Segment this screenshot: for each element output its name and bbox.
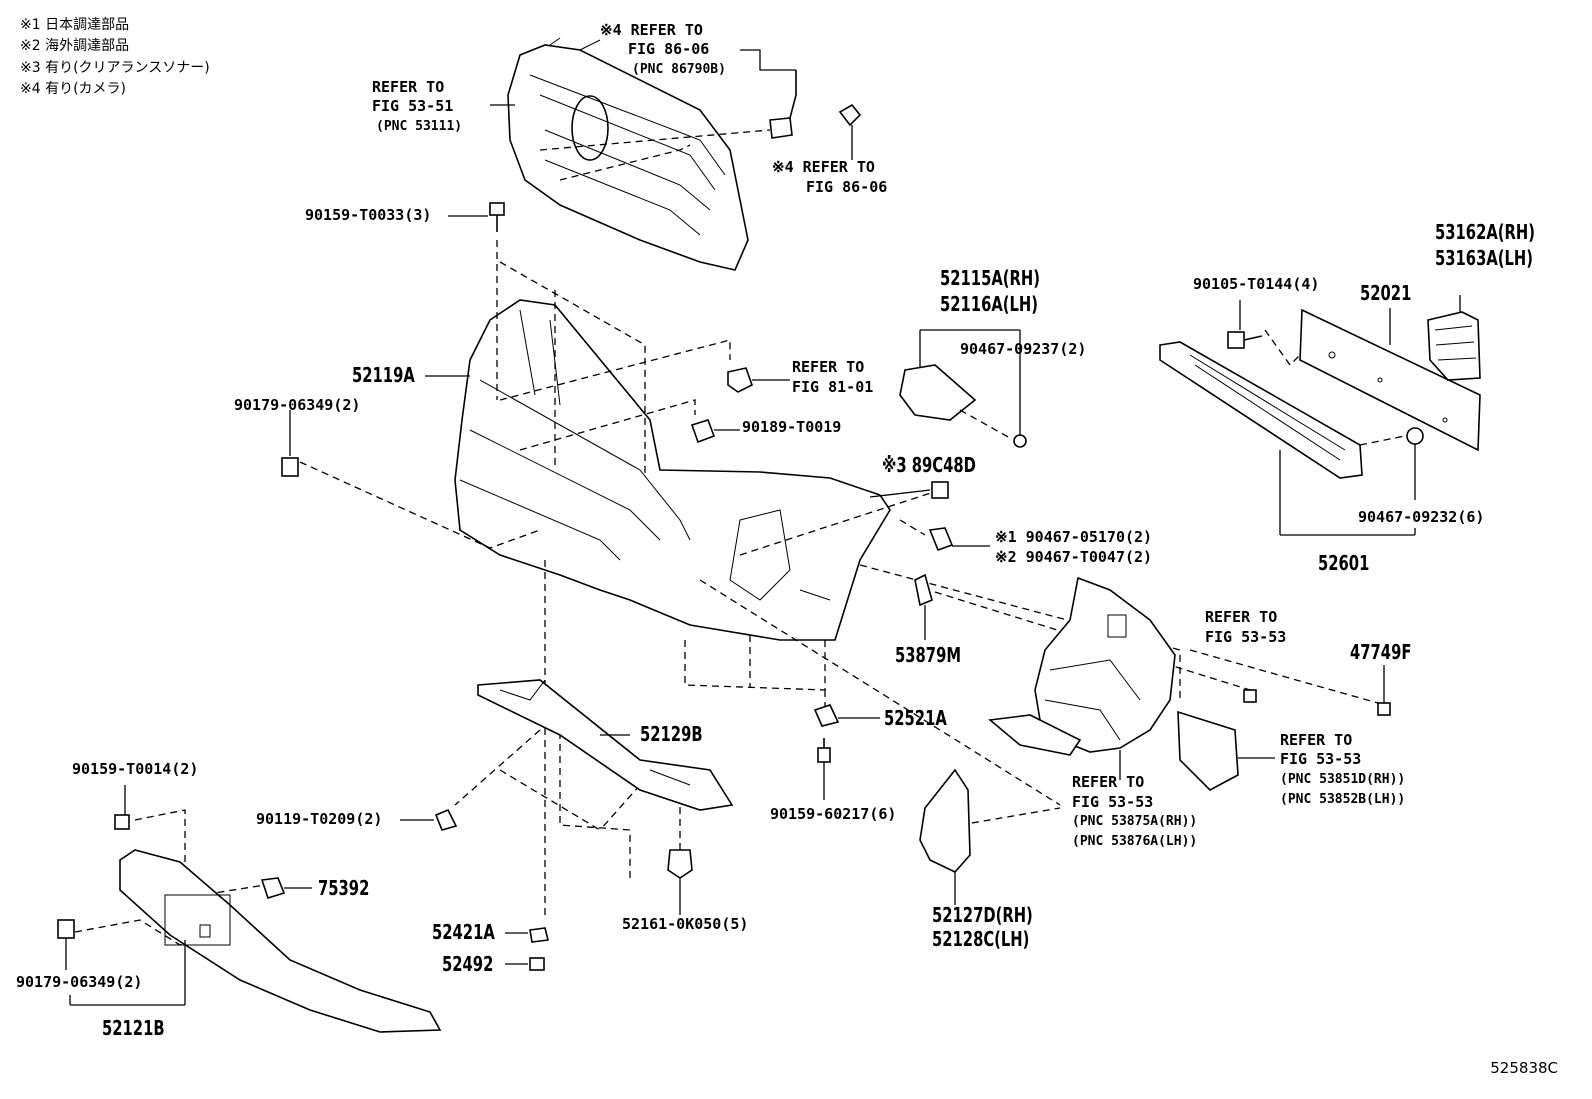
label-47749F: 47749F (1350, 640, 1412, 664)
ref-53-53-b-line3: (PNC 53851D(RH)) (1280, 772, 1406, 787)
undercover-52129B (477, 679, 734, 811)
label-52116A: 52116A(LH) (940, 292, 1038, 316)
label-90159-T0014: 90159-T0014(2) (72, 760, 199, 778)
label-52128C: 52128C(LH) (932, 927, 1030, 951)
label-90119-T0209: 90119-T0209(2) (256, 810, 383, 828)
ref-86-06-top-line1: ※4 REFER TO (600, 21, 703, 39)
ref-53-53-a-line2: FIG 53-53 (1205, 628, 1287, 646)
label-52492: 52492 (442, 952, 494, 976)
label-90159-60217: 90159-60217(6) (770, 805, 897, 823)
nut-90179-06349-bottom (57, 919, 75, 970)
ref-53-53-b-line2: FIG 53-53 (1280, 750, 1362, 768)
bolt-47749F (1377, 665, 1391, 716)
ref-81-01-line2: FIG 81-01 (792, 378, 874, 396)
clip-52521A (813, 704, 880, 727)
clip-90467-09237 (1013, 434, 1027, 448)
label-90467-09237: 90467-09237(2) (960, 340, 1087, 358)
diagram-code: 525838C (1490, 1059, 1558, 1077)
radiator-grille (507, 37, 749, 271)
ref-53-53-a-line1: REFER TO (1205, 608, 1278, 626)
label-53879M: 53879M (895, 643, 962, 667)
screw-90159-T0014 (114, 785, 130, 830)
note-4: ※4 有り(カメラ) (20, 81, 127, 97)
ref-53-53-c-line3: (PNC 53875A(RH)) (1072, 814, 1198, 829)
label-90105-T0144: 90105-T0144(4) (1193, 275, 1320, 293)
note-1: ※1 日本調達部品 (20, 17, 130, 33)
ref-53-51-line1: REFER TO (372, 78, 445, 96)
label-89C48D: ※3 89C48D (882, 453, 976, 477)
label-52421A: 52421A (432, 920, 495, 944)
clip-90119-T0209 (400, 808, 458, 831)
bolt-47749F-ref (1243, 689, 1257, 703)
reinforcement-52021 (1299, 308, 1481, 452)
label-90467-05170: ※1 90467-05170(2) (995, 528, 1153, 546)
nut-90179-06349-top (281, 410, 299, 477)
nut-52421A (505, 927, 549, 943)
ref-86-06-top-line2: FIG 86-06 (628, 40, 710, 58)
ref-53-53-b-line4: (PNC 53852B(LH)) (1280, 792, 1406, 807)
lower-spoiler-52121B (69, 849, 442, 1033)
camera-part (740, 49, 797, 139)
ref-53-51-line3: (PNC 53111) (376, 119, 463, 134)
label-90467-T0047: ※2 90467-T0047(2) (995, 548, 1153, 566)
ref-86-06-top-line3: (PNC 86790B) (632, 62, 726, 77)
note-2: ※2 海外調達部品 (20, 38, 130, 54)
label-52115A: 52115A(RH) (940, 266, 1040, 290)
bracket-52115A (899, 329, 1021, 439)
ref-86-06-mid-line2: FIG 86-06 (806, 178, 888, 196)
ref-53-53-c-line1: REFER TO (1072, 773, 1145, 791)
bumper-cover (454, 299, 891, 641)
label-90189-T0019: 90189-T0019 (742, 418, 842, 436)
label-52127D: 52127D(RH) (932, 903, 1033, 927)
label-90467-09232: 90467-09232(6) (1358, 508, 1485, 526)
label-90159-T0033: 90159-T0033(3) (305, 206, 432, 224)
bolt-90105-T0144 (1227, 300, 1263, 349)
dashed-guide-lines (74, 129, 1411, 946)
label-90179-06349-top: 90179-06349(2) (234, 396, 361, 414)
ref-53-51-line2: FIG 53-51 (372, 97, 454, 115)
label-53162A: 53162A(RH) (1435, 220, 1535, 244)
retainer-53879M (914, 573, 933, 640)
ref-53-53-b-line1: REFER TO (1280, 731, 1353, 749)
leader-lines (425, 104, 931, 498)
clip-90467-05170 (928, 527, 990, 552)
label-53163A: 53163A(LH) (1435, 246, 1533, 270)
fender-liner (988, 576, 1176, 780)
ref-53-53-c-line4: (PNC 53876A(LH)) (1072, 834, 1198, 849)
label-52161-0K050: 52161-0K050(5) (622, 915, 749, 933)
note-3: ※3 有り(クリアランスソナー) (20, 60, 210, 76)
mudflap-rear (1177, 710, 1275, 791)
label-52119A: 52119A (352, 363, 415, 387)
camera-clip (838, 103, 862, 160)
clip-75392 (260, 877, 312, 899)
ref-53-53-c-line2: FIG 53-53 (1072, 793, 1154, 811)
retainer-90189-T0019 (690, 419, 740, 444)
label-52129B: 52129B (640, 722, 703, 746)
mudguard-52127D (919, 768, 971, 905)
sonar-89C48D (931, 481, 949, 499)
label-75392: 75392 (318, 876, 370, 900)
label-52021: 52021 (1360, 281, 1412, 305)
label-90179-06349-bottom: 90179-06349(2) (16, 973, 143, 991)
label-52121B: 52121B (102, 1016, 165, 1040)
label-52601: 52601 (1318, 551, 1370, 575)
clip-52161-0K050 (667, 849, 693, 915)
bolt-52492 (505, 957, 545, 971)
bracket-53162A (1427, 295, 1481, 381)
ref-86-06-mid-line1: ※4 REFER TO (772, 158, 875, 176)
retainer-81-01 (727, 367, 790, 393)
screw-90159-60217 (817, 738, 831, 800)
absorber-52601 (1159, 341, 1416, 536)
ref-81-01-line1: REFER TO (792, 358, 865, 376)
clip-90467-09232 (1406, 427, 1424, 500)
bolt-90159-T0033 (448, 202, 505, 232)
label-52521A: 52521A (884, 706, 947, 730)
